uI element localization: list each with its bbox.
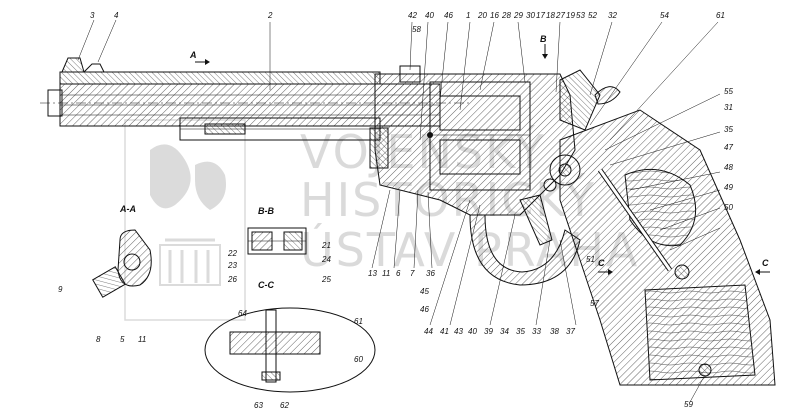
callout-31: 31 — [724, 103, 733, 112]
callout-13: 13 — [368, 269, 377, 278]
callout-51: 51 — [586, 255, 595, 264]
callout-61-detail: 61 — [354, 317, 363, 326]
callout-54: 54 — [660, 11, 669, 20]
callout-7: 7 — [410, 269, 415, 278]
callout-22: 22 — [227, 249, 237, 258]
callout-49: 49 — [724, 183, 733, 192]
section-bb-detail — [247, 227, 307, 255]
section-label-b: B — [540, 34, 547, 44]
callout-35: 35 — [724, 125, 733, 134]
callout-37: 37 — [566, 327, 575, 336]
callout-40-bottom: 40 — [468, 327, 477, 336]
detail-view — [204, 307, 376, 393]
callout-23: 23 — [227, 261, 237, 270]
callout-6: 6 — [396, 269, 401, 278]
leader-lines — [77, 19, 721, 403]
callout-5: 5 — [120, 335, 125, 344]
section-label-c-left: C — [598, 258, 605, 268]
callout-38: 38 — [550, 327, 559, 336]
front-sight — [61, 57, 105, 73]
callout-9: 9 — [58, 285, 63, 294]
callout-2: 2 — [267, 11, 273, 20]
callout-33: 33 — [532, 327, 541, 336]
callout-46: 46 — [444, 11, 453, 20]
callout-30: 30 — [526, 11, 535, 20]
callout-44: 44 — [424, 327, 433, 336]
callout-34: 34 — [500, 327, 509, 336]
callout-24: 24 — [321, 255, 331, 264]
callout-32: 32 — [608, 11, 617, 20]
callout-39: 39 — [484, 327, 493, 336]
section-arrows — [195, 44, 770, 275]
callout-4: 4 — [114, 11, 119, 20]
section-title-bb: B-B — [258, 206, 274, 216]
callout-50: 50 — [724, 203, 733, 212]
callout-47: 47 — [724, 143, 733, 152]
callout-36-top: 36 — [426, 269, 435, 278]
callout-29: 29 — [513, 11, 523, 20]
callout-18: 18 — [546, 11, 555, 20]
callout-48: 48 — [724, 163, 733, 172]
callout-27: 27 — [555, 11, 565, 20]
callout-26: 26 — [227, 275, 237, 284]
callout-25: 25 — [321, 275, 331, 284]
callout-1: 1 — [466, 11, 470, 20]
callout-57: 57 — [590, 299, 599, 308]
callout-62: 62 — [280, 401, 289, 410]
section-aa-detail — [92, 229, 152, 298]
callout-41: 41 — [440, 327, 449, 336]
callout-16: 16 — [490, 11, 499, 20]
section-title-cc: C-C — [258, 280, 274, 290]
callout-8: 8 — [96, 335, 101, 344]
frame — [369, 65, 576, 216]
callout-19: 19 — [566, 11, 575, 20]
callout-52: 52 — [588, 11, 597, 20]
callout-64: 64 — [238, 309, 247, 318]
callout-53: 53 — [576, 11, 585, 20]
callout-28: 28 — [501, 11, 511, 20]
callout-43: 43 — [454, 327, 463, 336]
section-title-aa: A-A — [119, 204, 136, 214]
callout-35-bottom: 35 — [516, 327, 525, 336]
callout-46-bottom: 46 — [420, 305, 429, 314]
callout-61: 61 — [716, 11, 725, 20]
section-label-c-right: C — [762, 258, 769, 268]
callout-42: 42 — [408, 11, 417, 20]
grip — [559, 109, 776, 386]
callout-20: 20 — [477, 11, 487, 20]
watermark-emblem — [124, 119, 246, 321]
callout-59: 59 — [684, 400, 693, 409]
section-label-a: A — [189, 50, 197, 60]
callout-40: 40 — [425, 11, 434, 20]
callout-45: 45 — [420, 287, 429, 296]
callout-3: 3 — [90, 11, 95, 20]
callout-17: 17 — [536, 11, 545, 20]
callout-60: 60 — [354, 355, 363, 364]
callout-55: 55 — [724, 87, 733, 96]
callout-58: 58 — [412, 25, 421, 34]
callout-11: 11 — [138, 335, 146, 344]
callout-21: 21 — [321, 241, 331, 250]
callout-11-frame: 11 — [382, 269, 390, 278]
callout-63: 63 — [254, 401, 263, 410]
